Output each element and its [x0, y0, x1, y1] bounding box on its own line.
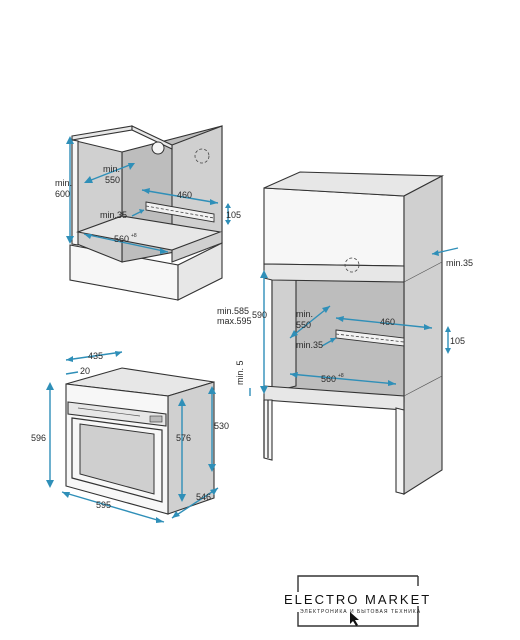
tc-depth-min: min. [296, 309, 313, 319]
uc-depth-min: min. [103, 164, 120, 174]
uc-side-gap: min.35 [100, 210, 127, 220]
uc-depth-val: 550 [105, 175, 120, 185]
oven-depth-top: 435 [88, 351, 103, 361]
tc-vent-height: 105 [450, 336, 465, 346]
brand-subtitle: ЭЛЕКТРОНИКА И БЫТОВАЯ ТЕХНИКА [300, 609, 421, 615]
under-counter-dimensions: min. 600 min. 550 460 105 min.35 560 +8 [55, 136, 241, 254]
oven-unit [65, 367, 215, 515]
brand-logo: ELECTRO MARKET ЭЛЕКТРОНИКА И БЫТОВАЯ ТЕХ… [284, 575, 431, 627]
oven-height-body: 576 [176, 433, 191, 443]
tc-width-opening: 460 [380, 317, 395, 327]
uc-height-val: 600 [55, 189, 70, 199]
tc-depth-val: 550 [296, 320, 311, 330]
oven-panel-depth: 20 [80, 366, 90, 376]
uc-vent-height: 105 [226, 210, 241, 220]
oven-height-side: 530 [214, 421, 229, 431]
tc-gap-top: min.35 [446, 258, 473, 268]
cursor-arrow-icon [350, 612, 359, 626]
tc-width-tol: +8 [338, 373, 344, 379]
oven-depth-side: 546 [196, 492, 211, 502]
oven-height-total: 596 [31, 433, 46, 443]
tc-height-min: min.585 [217, 306, 249, 316]
uc-height-min: min. [55, 178, 72, 188]
tall-cabinet [263, 171, 445, 495]
under-counter-cabinet [69, 125, 223, 301]
tc-width-total: 560 [321, 374, 336, 384]
uc-width-tol: +8 [131, 233, 137, 239]
uc-width-opening: 460 [177, 190, 192, 200]
tc-height-max: max.595 [217, 316, 252, 326]
brand-title: ELECTRO MARKET [284, 592, 431, 607]
tall-cabinet-dimensions: min.35 590 min.585 max.595 min. 550 460 … [217, 247, 473, 396]
tc-height-590: 590 [252, 310, 267, 320]
uc-width-total: 560 [114, 234, 129, 244]
tc-bottom-gap: min. 5 [235, 360, 245, 385]
oven-dimensions: 435 20 596 576 530 595 546 [31, 351, 229, 523]
tc-side-gap: min.35 [296, 340, 323, 350]
oven-width-front: 595 [96, 500, 111, 510]
